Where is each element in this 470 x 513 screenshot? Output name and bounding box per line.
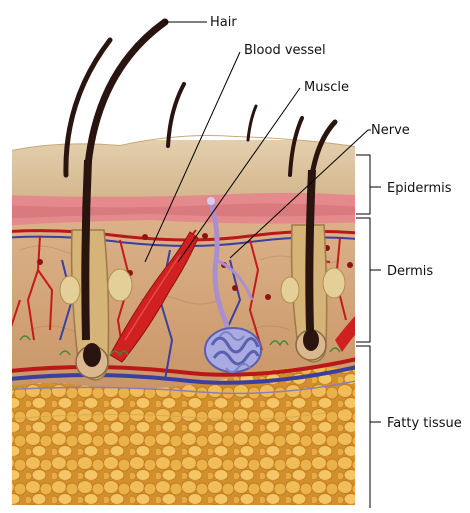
- sweat-gland: [205, 328, 261, 372]
- label-hair: Hair: [210, 15, 237, 30]
- label-blood-vessel: Blood vessel: [244, 43, 326, 58]
- layer-brackets: [356, 155, 381, 508]
- label-fatty-tissue: Fatty tissue: [387, 416, 462, 431]
- label-epidermis: Epidermis: [387, 181, 452, 196]
- label-nerve: Nerve: [371, 123, 410, 138]
- label-dermis: Dermis: [387, 264, 433, 279]
- label-muscle: Muscle: [304, 80, 349, 95]
